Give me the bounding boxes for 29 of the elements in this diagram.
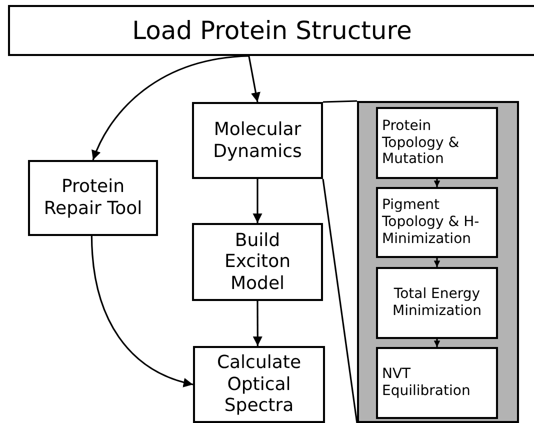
step-label: Build Exciton Model [223, 230, 292, 294]
process-box [376, 187, 498, 258]
step-label: NVT Equilibration [382, 366, 472, 400]
step-label: Calculate Optical Spectra [216, 352, 302, 417]
step-label: Molecular Dynamics [212, 118, 303, 162]
process-box [192, 102, 323, 179]
step-label: Protein Topology & Mutation [382, 118, 460, 168]
process-box [192, 223, 323, 301]
process-box [376, 267, 498, 339]
arrow [434, 179, 440, 187]
process-box [193, 346, 325, 423]
process-box [376, 107, 498, 179]
arrow [434, 339, 440, 347]
arrow [434, 258, 440, 267]
arrow [248, 56, 260, 102]
step-label: Load Protein Structure [132, 16, 412, 46]
process-box [8, 5, 534, 56]
process-box [376, 347, 498, 419]
step-label: Total Energy Minimization [391, 286, 482, 320]
arrow [252, 179, 262, 223]
step-label: Protein Repair Tool [42, 176, 144, 220]
process-box [28, 160, 158, 236]
step-label: Pigment Topology & H-Minimization [382, 197, 480, 248]
detail-panel [357, 101, 519, 423]
arrow [90, 236, 194, 387]
zoom-line [322, 178, 358, 423]
arrow [252, 301, 262, 346]
zoom-line [322, 100, 358, 103]
arrow [92, 55, 249, 160]
